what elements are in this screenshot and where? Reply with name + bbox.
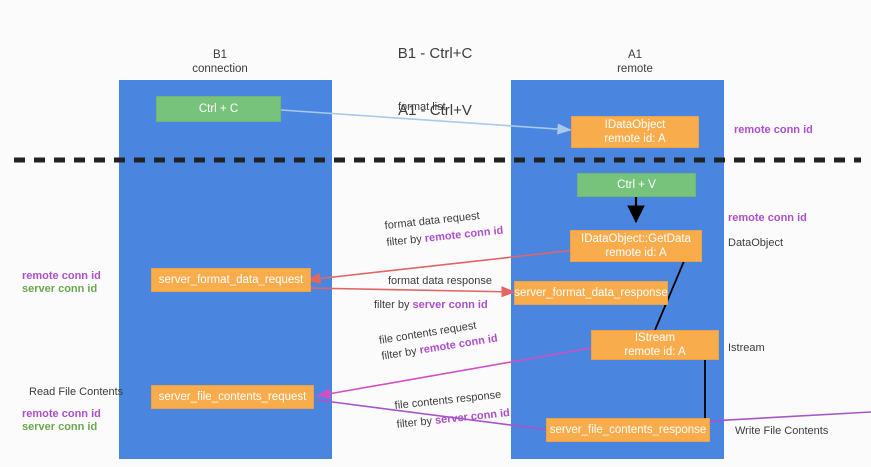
node-server-file-contents-request-label: server_file_contents_request (158, 391, 307, 403)
filter-key-server-conn-id: server conn id (412, 299, 488, 311)
node-istream-line1: IStream (634, 332, 676, 344)
lane-header-a1: A1 remote (555, 48, 715, 76)
diagram-title-line1: B1 - Ctrl+C (397, 45, 473, 62)
annotation-istream-text: Istream (728, 342, 765, 354)
annotation-istream: Istream (728, 341, 765, 355)
filter-prefix-3: filter by (380, 344, 421, 363)
edge-label-file-contents-response-group: file contents response filter by server … (394, 387, 511, 431)
edge-label-format-data-response-text: format data response (388, 275, 492, 287)
node-ctrl-v-label: Ctrl + V (617, 179, 656, 191)
annotation-remote-conn-id-mid-text: remote conn id (728, 212, 807, 224)
edge-label-file-contents-request-group: file contents request filter by remote c… (378, 316, 498, 363)
annotation-read-file-contents: Read File Contents (29, 385, 123, 399)
edge-label-format-list: format list (398, 100, 446, 114)
filter-prefix: filter by (385, 232, 426, 249)
node-istream[interactable]: IStream remote id: A (591, 330, 719, 360)
lane-header-b1-line2: connection (192, 63, 248, 75)
node-server-format-data-request[interactable]: server_format_data_request (151, 268, 311, 292)
filter-key-remote-conn-id: remote conn id (424, 224, 504, 245)
node-idataobject[interactable]: IDataObject remote id: A (571, 116, 699, 148)
node-getdata-line1: IDataObject::GetData (581, 233, 691, 245)
node-server-format-data-response-label: server_format_data_response (514, 287, 668, 299)
node-ctrl-v[interactable]: Ctrl + V (577, 173, 696, 197)
node-istream-line2: remote id: A (624, 346, 686, 358)
node-server-file-contents-response-label: server_file_contents_response (549, 424, 707, 436)
node-getdata[interactable]: IDataObject::GetData remote id: A (570, 230, 702, 262)
annotation-write-file-contents: Write File Contents (735, 424, 828, 438)
annotation-remote-conn-id-mid: remote conn id (728, 211, 807, 225)
filter-prefix-4: filter by (396, 414, 436, 431)
node-idataobject-line2: remote id: A (604, 133, 666, 145)
edge-label-format-list-text: format list (398, 101, 446, 113)
annotation-left-server-conn-id: server conn id (22, 282, 97, 296)
annotation-dataobject: DataObject (728, 236, 783, 250)
edge-label-format-data-response: format data response (388, 274, 492, 288)
annotation-read-file-contents-text: Read File Contents (29, 386, 124, 398)
annotation-left-remote-conn-id: remote conn id (22, 269, 101, 283)
filter-prefix-2: filter by (374, 299, 413, 311)
edge-format-data-response (306, 286, 516, 298)
node-server-file-contents-request[interactable]: server_file_contents_request (151, 385, 314, 409)
annotation-remote-conn-id-top: remote conn id (734, 123, 813, 137)
annotation-left-remote-conn-id-2-text: remote conn id (22, 408, 101, 420)
lane-header-b1: B1 connection (140, 48, 300, 76)
node-server-format-data-response[interactable]: server_format_data_response (514, 281, 668, 305)
lane-header-b1-line1: B1 (212, 49, 228, 61)
annotation-left-server-conn-id-2: server conn id (22, 420, 97, 434)
annotation-remote-conn-id-top-text: remote conn id (734, 124, 813, 136)
node-ctrl-c-label: Ctrl + C (198, 103, 239, 115)
annotation-write-file-contents-text: Write File Contents (735, 425, 829, 437)
annotation-left-remote-conn-id-text: remote conn id (22, 270, 101, 282)
filter-key-server-conn-id-2: server conn id (434, 407, 511, 427)
lane-header-a1-line2: remote (617, 63, 653, 75)
annotation-dataobject-text: DataObject (728, 237, 784, 249)
diagram-title: B1 - Ctrl+C A1 - Ctrl+V (330, 6, 540, 158)
annotation-left-remote-conn-id-2: remote conn id (22, 407, 101, 421)
node-server-file-contents-response[interactable]: server_file_contents_response (546, 418, 710, 442)
node-ctrl-c[interactable]: Ctrl + C (156, 96, 281, 122)
edge-label-format-data-request-group: format data request filter by remote con… (384, 207, 504, 249)
edge-label-format-data-response-filter: filter by server conn id (374, 298, 488, 312)
node-server-format-data-request-label: server_format_data_request (158, 274, 304, 286)
annotation-left-server-conn-id-2-text: server conn id (22, 421, 98, 433)
node-getdata-line2: remote id: A (605, 247, 667, 259)
node-idataobject-line1: IDataObject (604, 119, 666, 131)
annotation-left-server-conn-id-text: server conn id (22, 283, 98, 295)
lane-header-a1-line1: A1 (627, 49, 643, 61)
